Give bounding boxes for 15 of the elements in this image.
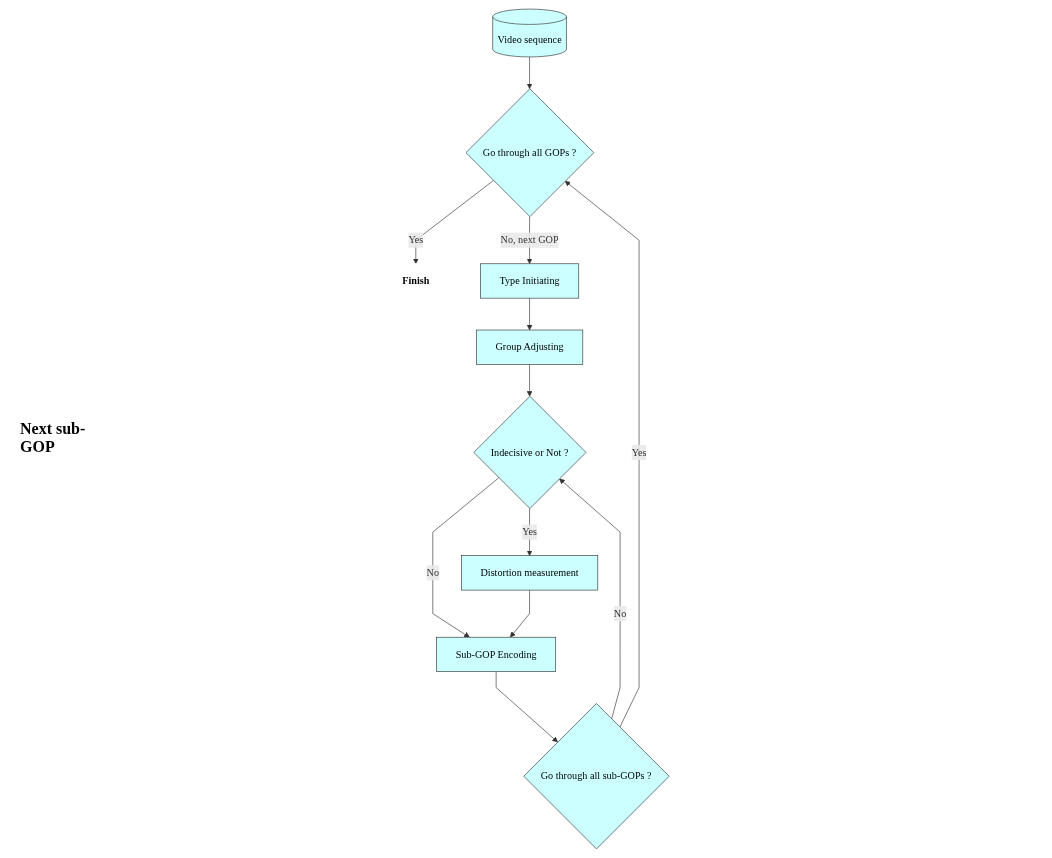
edge-label: Yes <box>522 526 537 538</box>
edge-label: Yes <box>408 234 424 246</box>
node-box: Sub-GOP Encoding <box>436 636 556 672</box>
node-box: Type Initiating <box>479 263 579 299</box>
node-diamond: Indecisive or Not ? <box>473 395 587 509</box>
node-box: Distortion measurement <box>460 555 598 591</box>
edge-label: No <box>613 607 627 619</box>
node-diamond: Go through all sub-GOPs ? <box>523 703 670 850</box>
edge-label: No <box>426 567 439 578</box>
node-diamond: Go through all GOPs ? <box>465 88 594 217</box>
node-text: Finish <box>402 275 430 287</box>
note-text: Next sub-GOP <box>20 420 87 456</box>
node-box: Group Adjusting <box>475 329 583 365</box>
edge-label: No, next GOP <box>500 234 559 246</box>
edge-label: Yes <box>631 446 647 458</box>
